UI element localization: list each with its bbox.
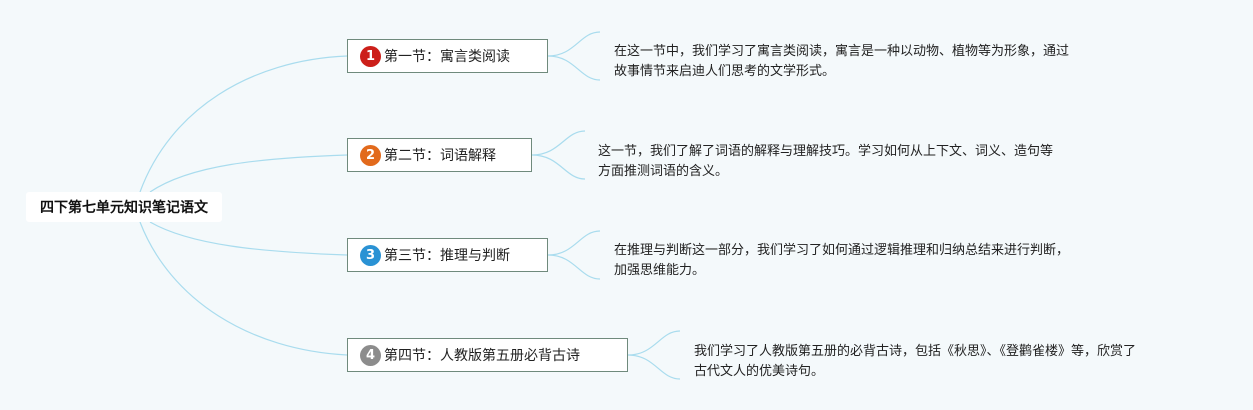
- section-3-label: 第三节：推理与判断: [384, 248, 510, 264]
- section-2-note: 这一节，我们了解了词语的解释与理解技巧。学习如何从上下文、词义、造句等 方面推测…: [598, 142, 1053, 182]
- root-to-section-2-connector: [149, 154, 348, 193]
- number-3-badge-icon: 3: [360, 244, 381, 266]
- section-4-label: 第四节：人教版第五册必背古诗: [384, 348, 580, 364]
- section-1-label: 第一节：寓言类阅读: [384, 49, 510, 65]
- root-topic[interactable]: 四下第七单元知识笔记语文: [26, 192, 222, 222]
- root-to-section-3-connector: [149, 221, 348, 256]
- root-to-section-1-connector: [139, 55, 348, 193]
- section-2-note-line-1: 这一节，我们了解了词语的解释与理解技巧。学习如何从上下文、词义、造句等: [598, 144, 1054, 159]
- section-2-note-line-2: 方面推测词语的含义。: [598, 164, 729, 179]
- section-2-node[interactable]: 2 第二节：词语解释: [347, 138, 532, 172]
- section-4-note: 我们学习了人教版第五册的必背古诗，包括《秋思》、《登鹳雀楼》等，欣赏了 古代文人…: [694, 342, 1136, 382]
- section-2-note-bracket: [531, 130, 586, 180]
- section-1-note-line-1: 在这一节中，我们学习了寓言类阅读，寓言是一种以动物、植物等为形象，通过: [614, 44, 1070, 59]
- number-4-badge-icon: 4: [360, 344, 381, 366]
- section-1-note-bracket: [547, 31, 601, 81]
- section-3-note-line-2: 加强思维能力。: [614, 263, 706, 278]
- section-4-note-line-2: 古代文人的优美诗句。: [694, 364, 825, 379]
- section-4-note-bracket: [627, 330, 681, 380]
- number-1-badge-icon: 1: [360, 45, 381, 67]
- section-4-node[interactable]: 4 第四节：人教版第五册必背古诗: [347, 338, 628, 372]
- root-topic-label: 四下第七单元知识笔记语文: [40, 200, 208, 216]
- section-3-note-bracket: [547, 230, 601, 280]
- root-to-section-4-connector: [139, 221, 348, 356]
- section-1-note: 在这一节中，我们学习了寓言类阅读，寓言是一种以动物、植物等为形象，通过 故事情节…: [614, 42, 1069, 82]
- section-3-note-line-1: 在推理与判断这一部分，我们学习了如何通过逻辑推理和归纳总结来进行判断，: [614, 243, 1070, 258]
- section-1-node[interactable]: 1 第一节：寓言类阅读: [347, 39, 548, 73]
- section-2-label: 第二节：词语解释: [384, 148, 496, 164]
- section-4-note-line-1: 我们学习了人教版第五册的必背古诗，包括《秋思》、《登鹳雀楼》等，欣赏了: [694, 344, 1137, 359]
- section-3-node[interactable]: 3 第三节：推理与判断: [347, 238, 548, 272]
- section-1-note-line-2: 故事情节来启迪人们思考的文学形式。: [614, 64, 836, 79]
- number-2-badge-icon: 2: [360, 144, 381, 166]
- section-3-note: 在推理与判断这一部分，我们学习了如何通过逻辑推理和归纳总结来进行判断， 加强思维…: [614, 241, 1069, 281]
